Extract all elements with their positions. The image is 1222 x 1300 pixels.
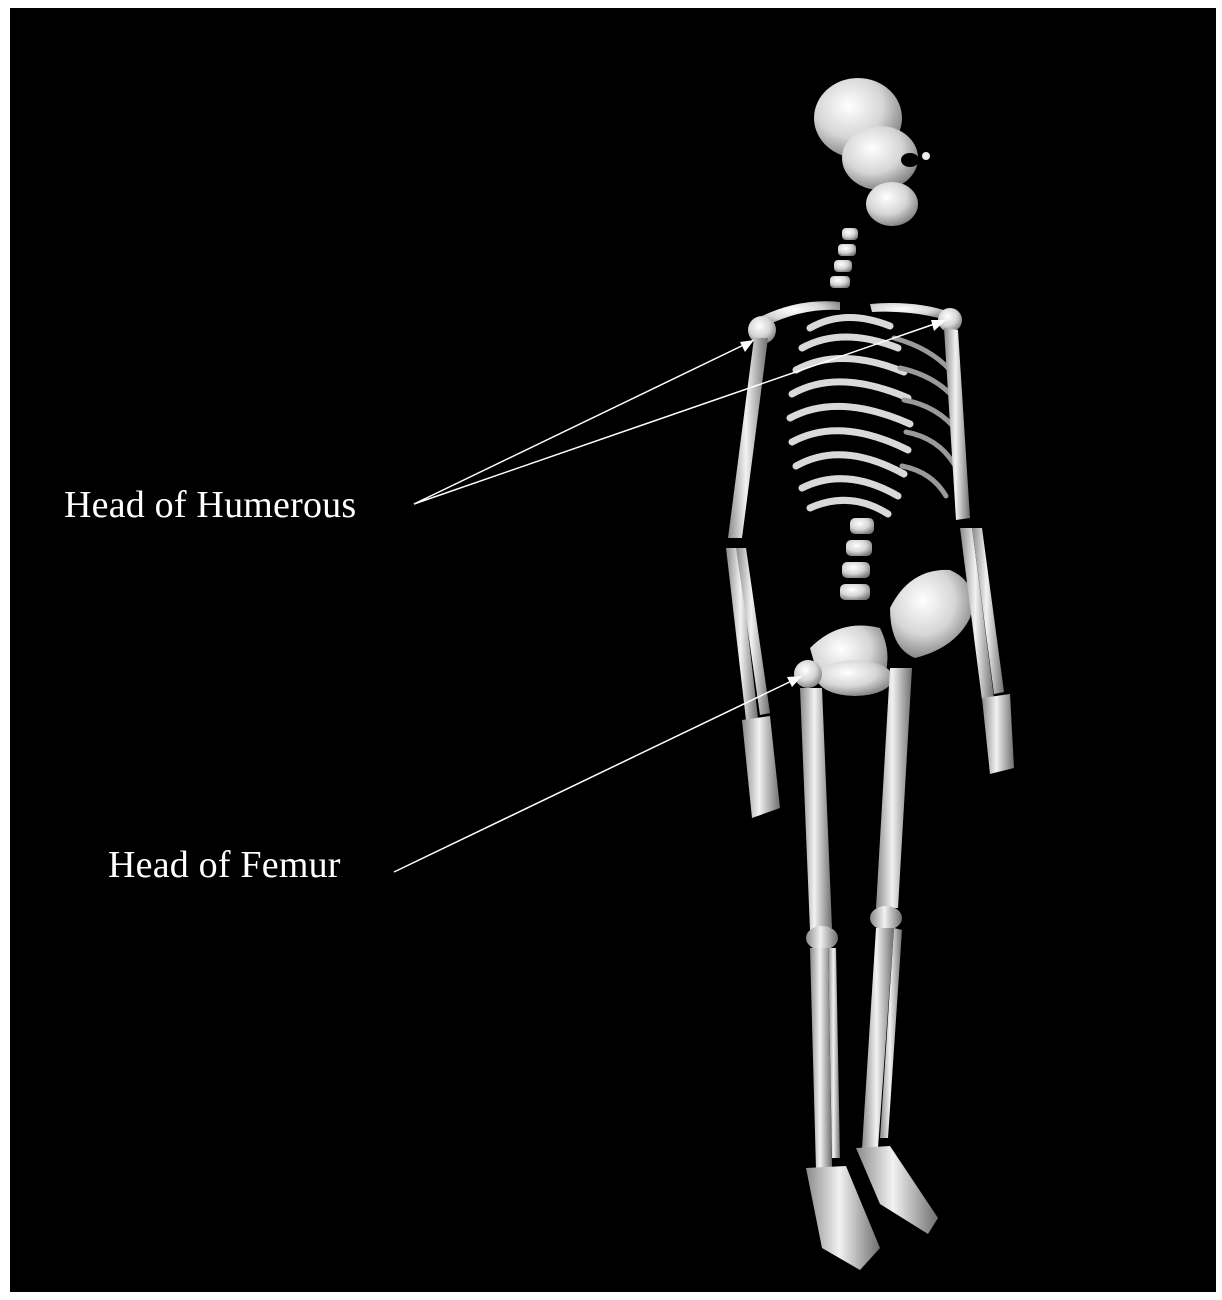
- skeleton-illustration: [10, 8, 1216, 1292]
- leader-line-humerus-left: [414, 340, 754, 504]
- left-arm: [726, 338, 780, 818]
- left-leg: [800, 688, 880, 1270]
- rib-cage: [790, 317, 910, 514]
- clavicle-right: [870, 303, 950, 320]
- skull: [814, 78, 930, 226]
- lumbar-spine: [840, 518, 874, 600]
- skeleton-figure-panel: Head of Humerous Head of Femur: [10, 8, 1216, 1292]
- femur-head-left: [794, 660, 822, 688]
- leader-line-femur: [394, 676, 802, 872]
- cervical-spine: [830, 228, 858, 288]
- right-leg: [856, 668, 938, 1234]
- right-arm: [944, 328, 1014, 774]
- label-head-of-humerus: Head of Humerous: [64, 486, 356, 524]
- label-head-of-femur: Head of Femur: [108, 846, 341, 884]
- skeleton-body: [726, 78, 1014, 1270]
